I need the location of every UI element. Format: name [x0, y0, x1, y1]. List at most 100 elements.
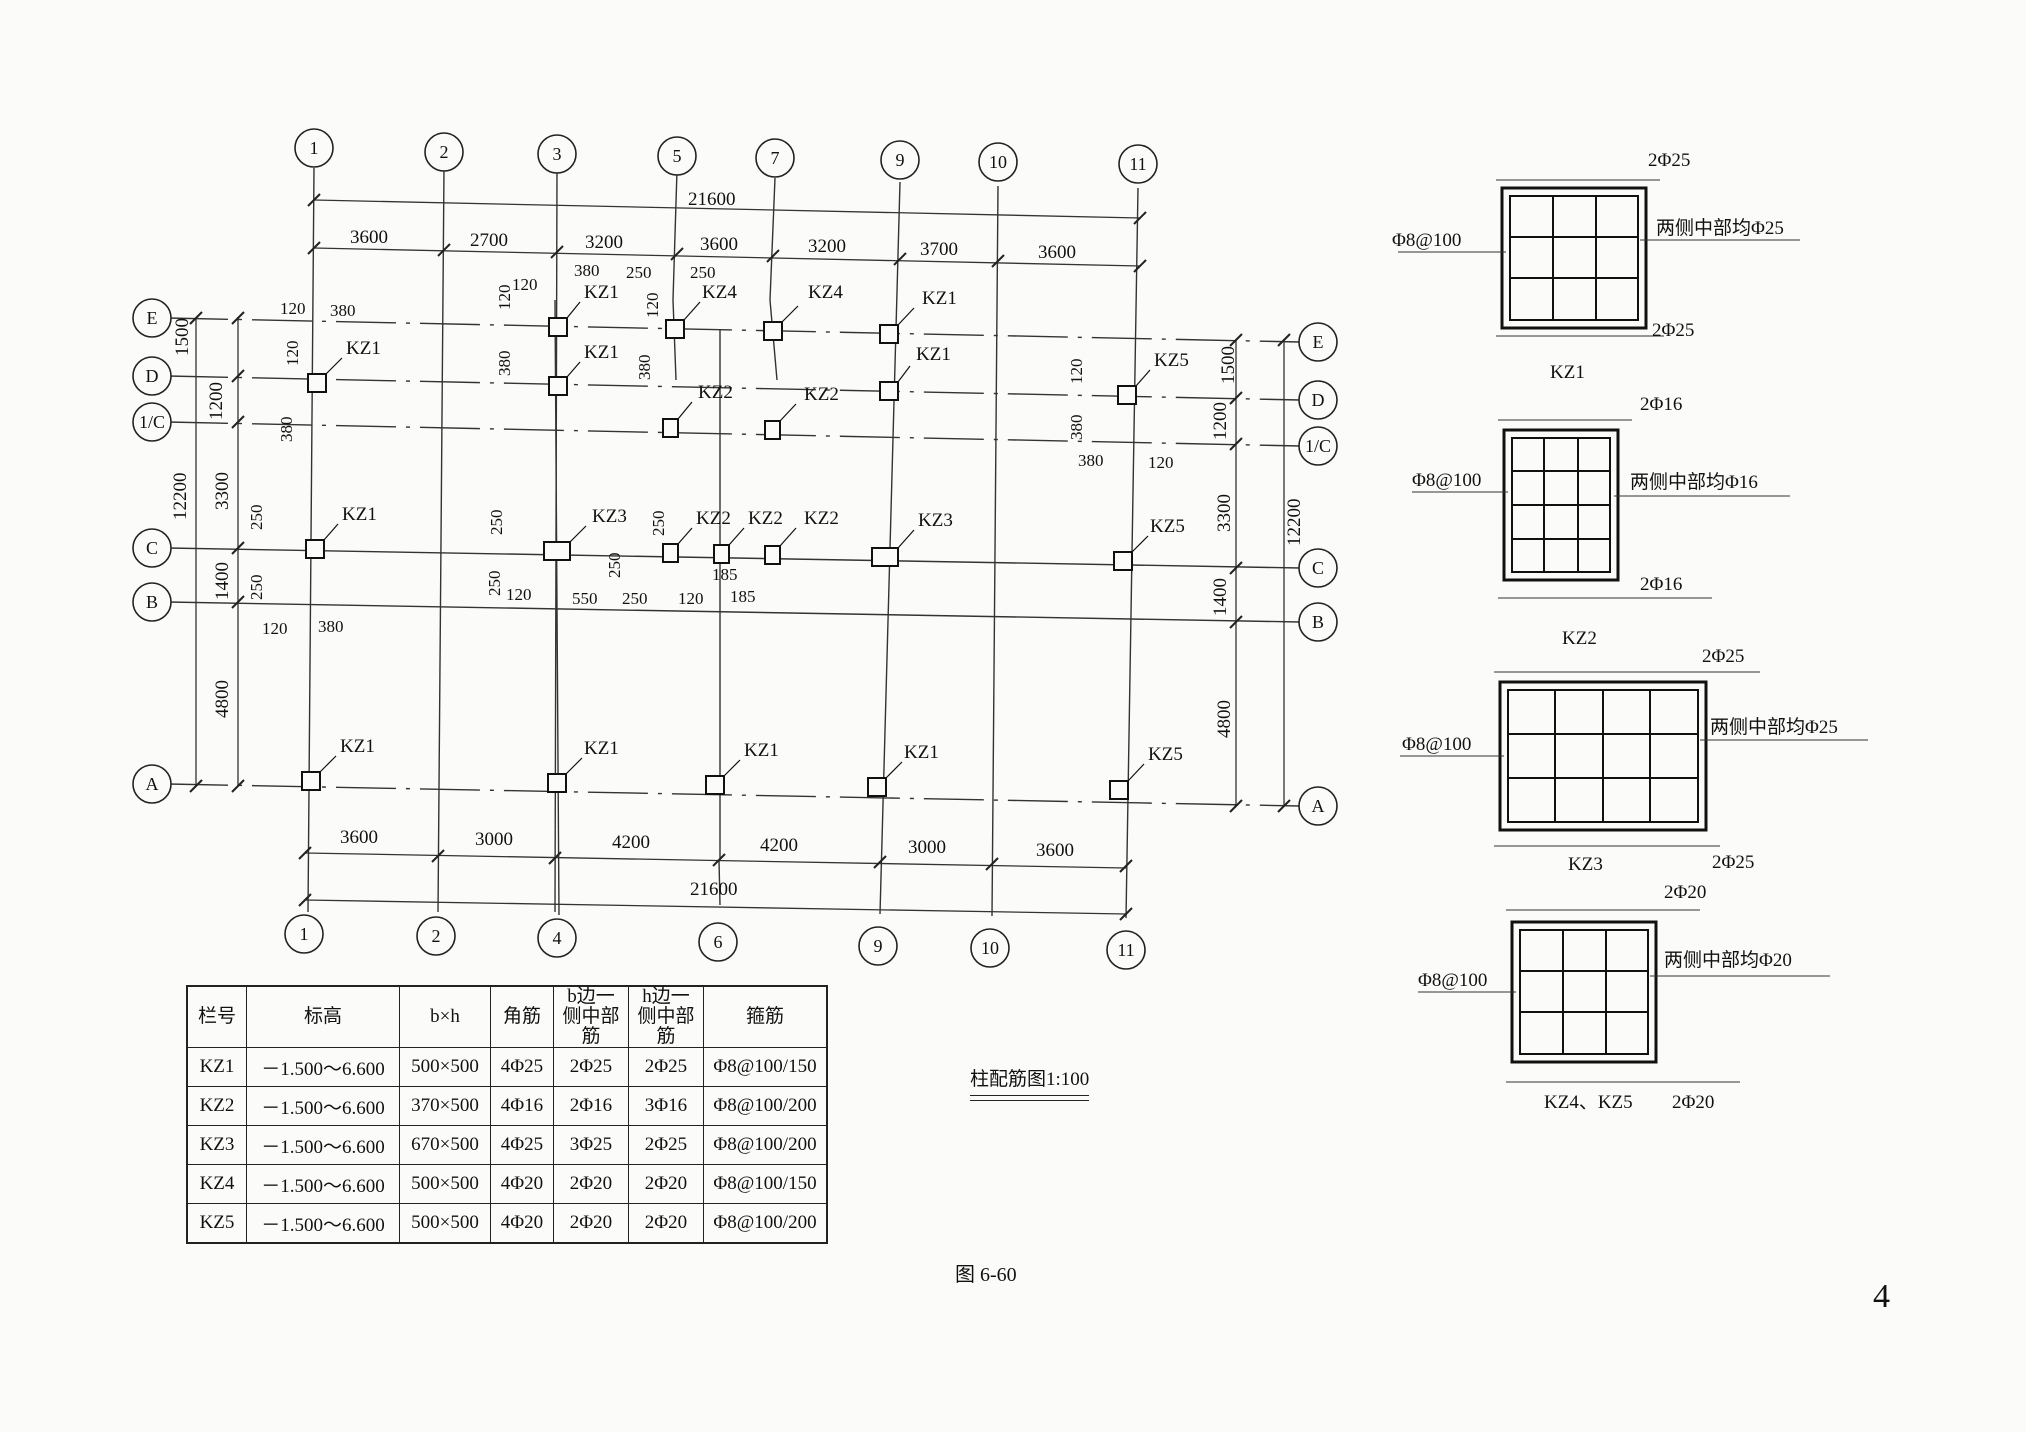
column-e7 [763, 321, 783, 341]
column-a9 [867, 777, 887, 797]
column-d11 [1117, 385, 1137, 405]
axis-label: C [1312, 558, 1324, 578]
table-cell: 2Φ25 [628, 1047, 704, 1087]
axis-label: 3 [553, 144, 562, 164]
offset-text: 250 [622, 589, 648, 608]
drawing-title: 柱配筋图1:100 [970, 1064, 1090, 1101]
column-labels: KZ1 KZ4 KZ4 KZ1 KZ1 KZ1 KZ1 KZ5 KZ2 KZ2 … [340, 282, 1189, 765]
axis-label: 10 [989, 152, 1007, 172]
table-cell: －1.500～6.600 [246, 1086, 400, 1126]
table-cell: 2Φ16 [553, 1086, 629, 1126]
axis-bubbles-bottom: 1 2 4 6 9 10 11 [284, 914, 1146, 970]
axis-label: C [146, 538, 158, 558]
column-label: KZ1 [922, 288, 957, 309]
axis-label: 11 [1129, 154, 1146, 174]
axis-label: E [1313, 332, 1324, 352]
dim-text: 3300 [212, 472, 233, 510]
offset-text: 380 [277, 417, 296, 443]
section-side-bars: 两侧中部均Φ25 [1656, 217, 1784, 239]
table-cell: 670×500 [399, 1125, 491, 1165]
column-c7 [764, 545, 781, 565]
column-schedule-table: 栏号 标高 b×h 角筋 b边一侧中部筋 h边一侧中部筋 箍筋 KZ1 －1.5… [186, 985, 828, 1244]
offset-text: 185 [712, 565, 738, 584]
table-header: 标高 [246, 985, 400, 1048]
column-d9 [879, 381, 899, 401]
table-cell: 4Φ16 [490, 1086, 554, 1126]
table-cell: KZ1 [186, 1047, 247, 1087]
section-bottom-bars: 2Φ25 [1652, 320, 1694, 341]
column-d3 [548, 376, 568, 396]
axis-bubbles-top: 1 2 3 5 7 9 10 11 [294, 128, 1158, 184]
column-label: KZ2 [696, 508, 731, 529]
dim-text: 4200 [612, 832, 650, 853]
axis-label: 6 [714, 932, 723, 952]
table-header: b×h [399, 985, 491, 1048]
column-squares [301, 317, 1137, 800]
column-label: KZ2 [748, 508, 783, 529]
axis-bubbles-right: E D 1/C C B A [1298, 322, 1338, 826]
table-header: 栏号 [186, 985, 247, 1048]
table-cell: 3Φ25 [553, 1125, 629, 1165]
dim-text: 3200 [585, 232, 623, 253]
column-c6 [713, 544, 730, 564]
table-cell: 2Φ25 [628, 1125, 704, 1165]
column-a6 [705, 775, 725, 795]
axis-label: 1/C [1305, 436, 1331, 456]
section-name: KZ3 [1568, 854, 1603, 875]
column-d1 [307, 373, 327, 393]
offset-text: 250 [690, 263, 716, 282]
column-label: KZ1 [904, 742, 939, 763]
offset-text: 380 [635, 355, 654, 381]
axis-label: 5 [673, 146, 682, 166]
dim-text: 3600 [350, 227, 388, 248]
dim-text: 1400 [1210, 578, 1231, 616]
column-1c5 [662, 418, 679, 438]
table-cell: 3Φ16 [628, 1086, 704, 1126]
offset-text: 550 [572, 589, 598, 608]
offset-text: 120 [678, 589, 704, 608]
dim-text: 3700 [920, 239, 958, 260]
section-bottom-bars: 2Φ16 [1640, 574, 1682, 595]
column-label: KZ5 [1150, 516, 1185, 537]
table-cell: 370×500 [399, 1086, 491, 1126]
table-cell: KZ4 [186, 1164, 247, 1204]
dimension-ticks [189, 193, 1291, 921]
axis-label: 9 [896, 150, 905, 170]
table-row: KZ3 －1.500～6.600 670×500 4Φ25 3Φ25 2Φ25 … [186, 1125, 828, 1165]
section-kz2: 2Φ16 两侧中部均Φ16 Φ8@100 2Φ16 KZ2 [1412, 394, 1790, 649]
table-cell: 2Φ20 [628, 1203, 704, 1244]
column-label: KZ4 [808, 282, 843, 303]
dimension-texts: 21600 3600 2700 3200 3600 3200 3700 3600… [170, 189, 1305, 900]
dim-text: 3000 [908, 837, 946, 858]
grid-lines [167, 167, 1301, 919]
column-a11 [1109, 780, 1129, 800]
column-c1 [305, 539, 325, 559]
column-1c7 [764, 420, 781, 440]
section-stirrup: Φ8@100 [1392, 230, 1461, 251]
offset-text: 380 [1078, 451, 1104, 470]
offset-text: 380 [318, 617, 344, 636]
offset-text: 120 [512, 275, 538, 294]
section-side-bars: 两侧中部均Φ25 [1710, 716, 1838, 738]
dim-text: 3300 [1214, 494, 1235, 532]
table-cell: 500×500 [399, 1203, 491, 1244]
dim-text: 3000 [475, 829, 513, 850]
column-label: KZ3 [918, 510, 953, 531]
offset-text: 250 [626, 263, 652, 282]
offset-dimensions: 120 380 120 380 380 120 120 380 250 250 … [247, 261, 1174, 638]
page-number: 4 [1873, 1278, 1890, 1315]
axis-bubbles-left: E D 1/C C B A [132, 298, 172, 804]
offset-text: 380 [1067, 415, 1086, 441]
column-c3 [543, 541, 571, 561]
offset-text: 250 [487, 510, 506, 536]
offset-text: 250 [247, 505, 266, 531]
dim-text: 4800 [212, 680, 233, 718]
table-cell: 4Φ25 [490, 1125, 554, 1165]
section-name: KZ4、KZ5 [1544, 1092, 1633, 1113]
table-header: b边一侧中部筋 [553, 985, 629, 1048]
offset-text: 250 [247, 575, 266, 601]
axis-label: 7 [771, 148, 780, 168]
section-top-bars: 2Φ25 [1702, 646, 1744, 667]
axis-label: B [146, 592, 158, 612]
table-cell: KZ2 [186, 1086, 247, 1126]
